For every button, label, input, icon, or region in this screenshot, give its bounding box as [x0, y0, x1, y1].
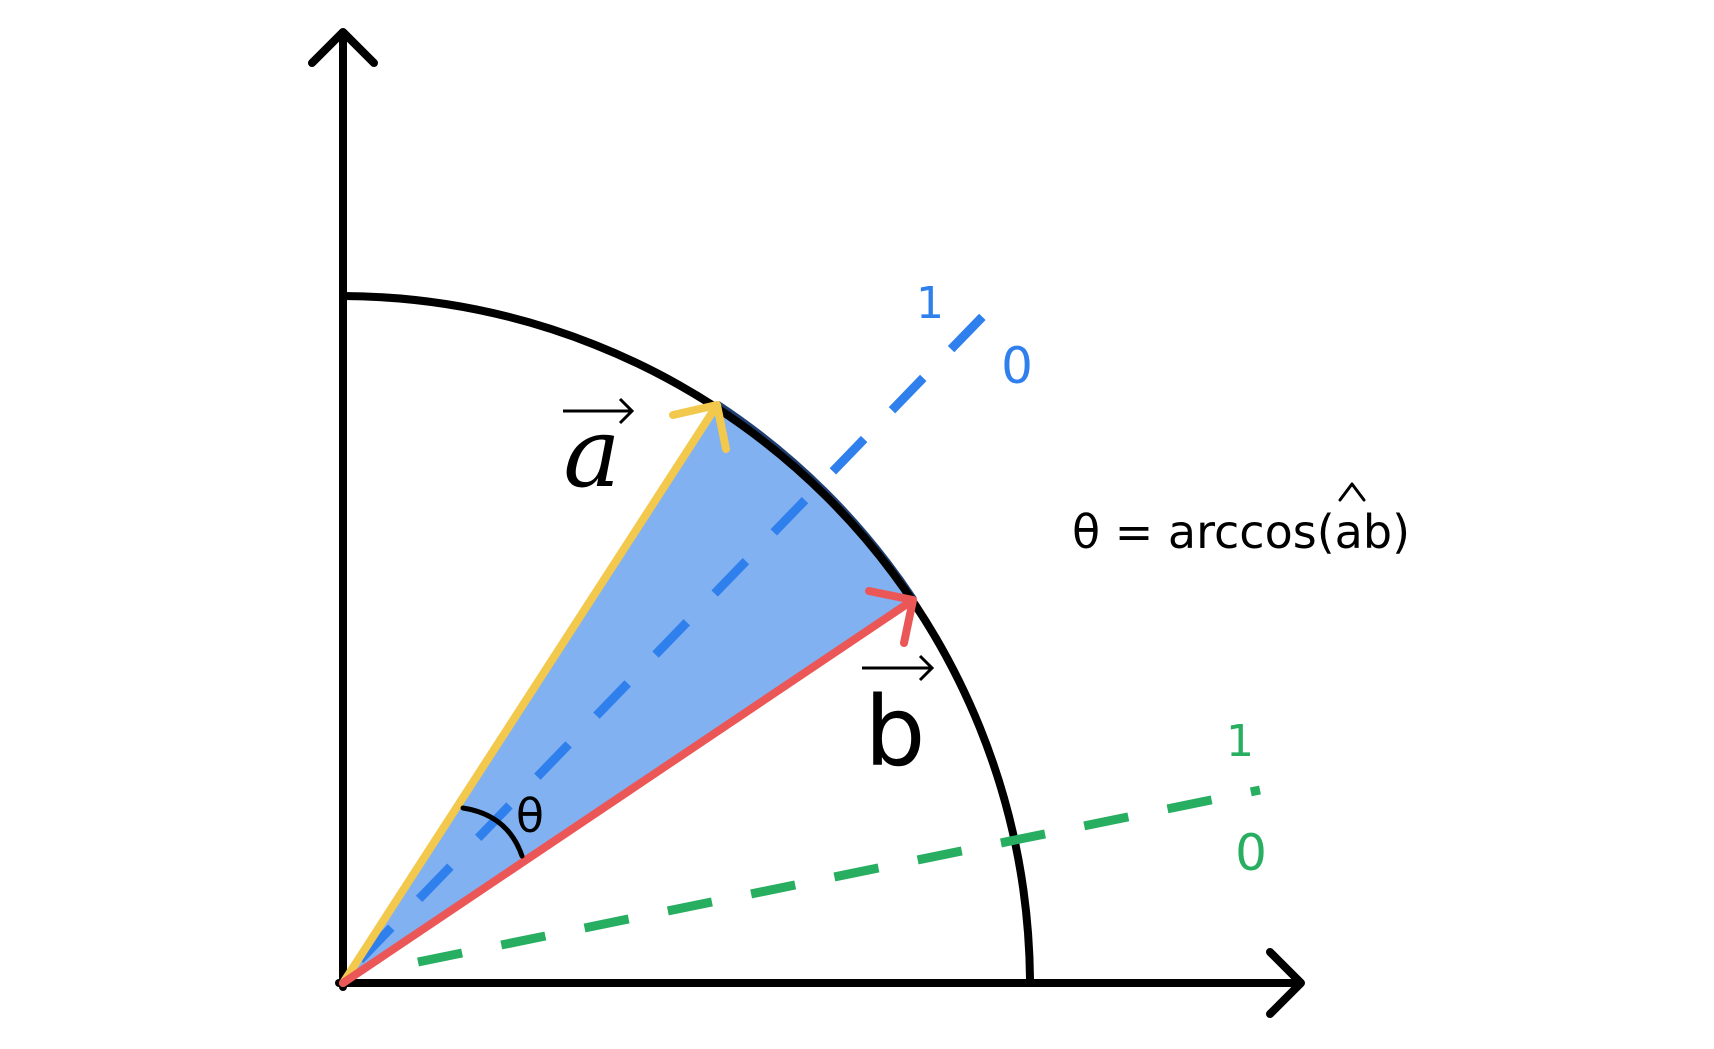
- vector-b-arrowhead: [865, 587, 917, 647]
- blue-axis-label-1: 1: [916, 278, 944, 329]
- blue-dashed-axis: [356, 307, 992, 964]
- vector-a-label-arrowhead: [618, 397, 635, 425]
- blue-axis-label-0: 0: [1001, 337, 1033, 395]
- angle-label: θ: [516, 789, 544, 843]
- formula-hat-args: ab: [1335, 505, 1392, 559]
- vector-b-label: b: [865, 676, 926, 788]
- angle-sector: [343, 405, 913, 983]
- formula-hat: [1338, 482, 1366, 502]
- vector-a-arrowhead: [669, 401, 730, 453]
- angle-arc-marker: [460, 805, 525, 859]
- vector-b-label-arrowhead: [918, 654, 935, 682]
- formula-prefix: θ = arccos(: [1072, 505, 1335, 559]
- formula: θ = arccos(ab): [1072, 505, 1410, 559]
- green-dashed-axis: [417, 785, 1261, 967]
- x-axis-arrowhead: [1266, 948, 1305, 1018]
- green-axis-label-1: 1: [1226, 716, 1254, 767]
- vector-a-label: a: [563, 397, 620, 509]
- unit-circle-arc: [342, 292, 1034, 980]
- vector-a-line: [339, 401, 721, 987]
- vector-b-line: [339, 596, 917, 987]
- y-axis-arrowhead: [308, 28, 378, 67]
- green-axis-label-0: 0: [1235, 824, 1267, 882]
- formula-close: ): [1392, 505, 1410, 559]
